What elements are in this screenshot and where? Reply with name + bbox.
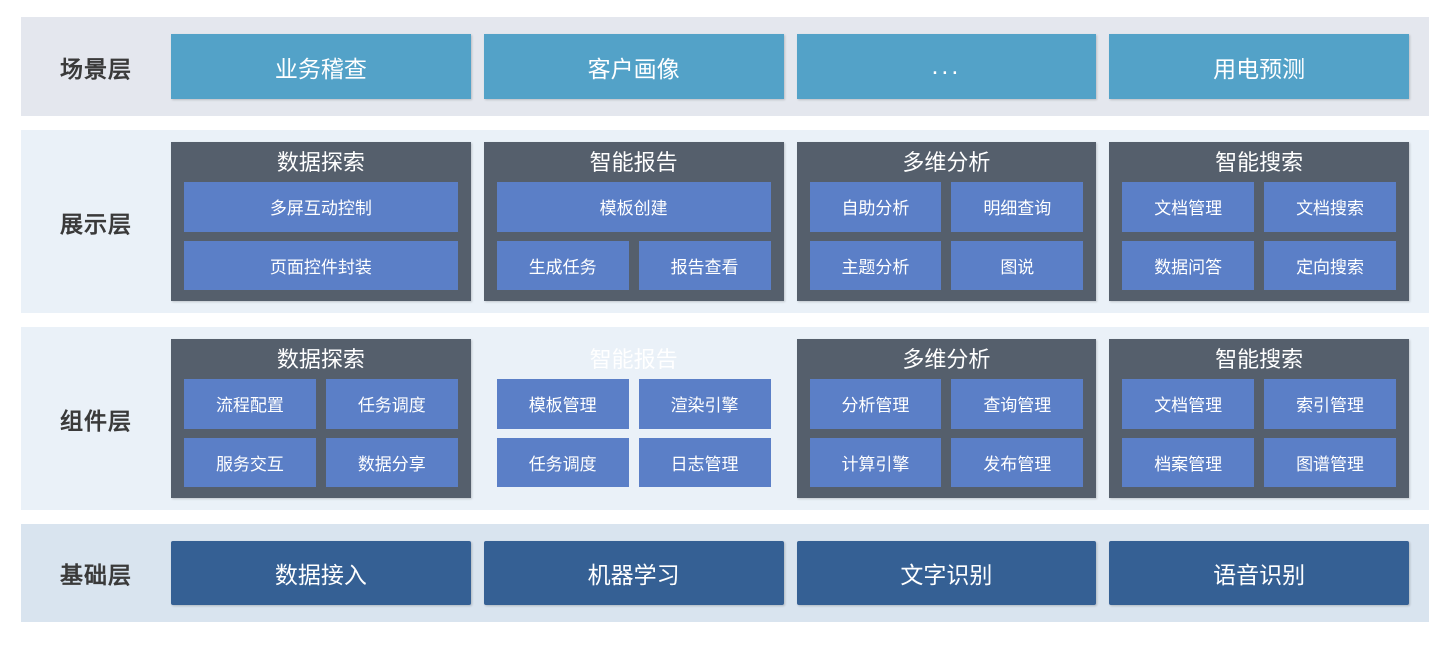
tile-row: 分析管理 查询管理 xyxy=(809,379,1084,429)
tile-index-management[interactable]: 索引管理 xyxy=(1264,379,1396,429)
panel-title: 智能报告 xyxy=(589,347,678,372)
tile-document-search[interactable]: 文档搜索 xyxy=(1264,182,1396,232)
display-panel-intelligent-search[interactable]: 智能搜索 文档管理 文档搜索 数据问答 定向搜索 xyxy=(1109,142,1409,301)
tile-publish-management[interactable]: 发布管理 xyxy=(951,437,1084,487)
scenario-box-customer-profile[interactable]: 客户画像 xyxy=(483,34,784,99)
foundation-box-text-recognition[interactable]: 文字识别 xyxy=(796,541,1097,605)
scenario-box-more-ellipsis[interactable]: ... xyxy=(796,34,1097,99)
layer-row-foundation: 基础层 数据接入 机器学习 文字识别 语音识别 xyxy=(21,524,1429,622)
tile-knowledge-graph-management[interactable]: 图谱管理 xyxy=(1264,437,1396,487)
tile-archive-management[interactable]: 档案管理 xyxy=(1122,437,1255,487)
tile-data-qa[interactable]: 数据问答 xyxy=(1122,240,1255,290)
tile-row: 自助分析 明细查询 xyxy=(809,182,1084,232)
tile-targeted-search[interactable]: 定向搜索 xyxy=(1264,240,1396,290)
panel-body: 文档管理 索引管理 档案管理 图谱管理 xyxy=(1122,379,1396,487)
layer-label-foundation: 基础层 xyxy=(60,562,132,588)
tile-row: 模板创建 xyxy=(496,182,771,232)
layer-row-display: 展示层 数据探索 多屏互动控制 页面控件封装 智能报告 模板创建 xyxy=(21,130,1429,313)
tile-row: 计算引擎 发布管理 xyxy=(809,437,1084,487)
tile-rendering-engine[interactable]: 渲染引擎 xyxy=(638,379,771,429)
tile-query-management[interactable]: 查询管理 xyxy=(951,379,1084,429)
panel-body: 流程配置 任务调度 服务交互 数据分享 xyxy=(184,379,458,487)
tile-row: 档案管理 图谱管理 xyxy=(1122,437,1396,487)
tile-document-management[interactable]: 文档管理 xyxy=(1122,379,1255,429)
tile-log-management[interactable]: 日志管理 xyxy=(638,437,771,487)
display-panel-data-exploration[interactable]: 数据探索 多屏互动控制 页面控件封装 xyxy=(171,142,471,301)
component-panel-intelligent-search[interactable]: 智能搜索 文档管理 索引管理 档案管理 图谱管理 xyxy=(1109,339,1409,498)
tile-row: 流程配置 任务调度 xyxy=(184,379,458,429)
tile-row: 文档管理 索引管理 xyxy=(1122,379,1396,429)
display-panel-multidimensional-analysis[interactable]: 多维分析 自助分析 明细查询 主题分析 图说 xyxy=(796,142,1097,301)
panel-body: 模板管理 渲染引擎 任务调度 日志管理 xyxy=(496,379,771,487)
panel-body: 文档管理 文档搜索 数据问答 定向搜索 xyxy=(1122,182,1396,290)
layer-row-component: 组件层 数据探索 流程配置 任务调度 服务交互 数据分享 智能报告 xyxy=(21,327,1429,510)
display-panel-list: 数据探索 多屏互动控制 页面控件封装 智能报告 模板创建 xyxy=(171,142,1409,301)
panel-title: 多维分析 xyxy=(902,347,991,372)
panel-title: 数据探索 xyxy=(276,150,365,175)
tile-template-creation[interactable]: 模板创建 xyxy=(496,182,771,232)
component-panel-list: 数据探索 流程配置 任务调度 服务交互 数据分享 智能报告 模板管理 xyxy=(171,339,1409,498)
component-panel-intelligent-report[interactable]: 智能报告 模板管理 渲染引擎 任务调度 日志管理 xyxy=(484,339,784,498)
tile-row: 页面控件封装 xyxy=(184,240,458,290)
panel-title: 数据探索 xyxy=(276,347,365,372)
tile-compute-engine[interactable]: 计算引擎 xyxy=(809,437,942,487)
tile-row: 数据问答 定向搜索 xyxy=(1122,240,1396,290)
tile-row: 模板管理 渲染引擎 xyxy=(496,379,771,429)
scenario-box-list: 业务稽查 客户画像 ... 用电预测 xyxy=(171,34,1409,99)
panel-body: 自助分析 明细查询 主题分析 图说 xyxy=(809,182,1084,290)
scenario-box-business-audit[interactable]: 业务稽查 xyxy=(171,34,471,99)
tile-row: 服务交互 数据分享 xyxy=(184,437,458,487)
tile-detail-query[interactable]: 明细查询 xyxy=(951,182,1084,232)
panel-body: 分析管理 查询管理 计算引擎 发布管理 xyxy=(809,379,1084,487)
tile-task-scheduling[interactable]: 任务调度 xyxy=(325,379,458,429)
panel-body: 多屏互动控制 页面控件封装 xyxy=(184,182,458,290)
layer-row-scenario: 场景层 业务稽查 客户画像 ... 用电预测 xyxy=(21,17,1429,116)
tile-report-view[interactable]: 报告查看 xyxy=(638,240,771,290)
tile-row: 主题分析 图说 xyxy=(809,240,1084,290)
tile-data-sharing[interactable]: 数据分享 xyxy=(325,437,458,487)
foundation-box-list: 数据接入 机器学习 文字识别 语音识别 xyxy=(171,541,1409,605)
tile-row: 生成任务 报告查看 xyxy=(496,240,771,290)
layer-label-component: 组件层 xyxy=(60,407,132,434)
tile-template-management[interactable]: 模板管理 xyxy=(496,379,629,429)
tile-task-scheduling[interactable]: 任务调度 xyxy=(496,437,629,487)
layer-label-scenario: 场景层 xyxy=(60,55,132,82)
display-panel-intelligent-report[interactable]: 智能报告 模板创建 生成任务 报告查看 xyxy=(483,142,784,301)
tile-page-widget-packaging[interactable]: 页面控件封装 xyxy=(184,240,458,290)
layer-label-display: 展示层 xyxy=(60,210,132,237)
tile-row: 文档管理 文档搜索 xyxy=(1122,182,1396,232)
tile-multi-screen-interaction-control[interactable]: 多屏互动控制 xyxy=(184,182,458,232)
tile-generate-task[interactable]: 生成任务 xyxy=(496,240,629,290)
component-panel-multidimensional-analysis[interactable]: 多维分析 分析管理 查询管理 计算引擎 发布管理 xyxy=(796,339,1097,498)
panel-title: 多维分析 xyxy=(902,150,991,175)
component-panel-data-exploration[interactable]: 数据探索 流程配置 任务调度 服务交互 数据分享 xyxy=(171,339,471,498)
tile-row: 多屏互动控制 xyxy=(184,182,458,232)
tile-row: 任务调度 日志管理 xyxy=(496,437,771,487)
panel-title: 智能搜索 xyxy=(1215,347,1304,372)
tile-service-interaction[interactable]: 服务交互 xyxy=(184,437,316,487)
tile-document-management[interactable]: 文档管理 xyxy=(1122,182,1255,232)
tile-analysis-management[interactable]: 分析管理 xyxy=(809,379,942,429)
tile-process-configuration[interactable]: 流程配置 xyxy=(184,379,316,429)
tile-self-service-analysis[interactable]: 自助分析 xyxy=(809,182,942,232)
foundation-box-machine-learning[interactable]: 机器学习 xyxy=(483,541,784,605)
panel-title: 智能报告 xyxy=(589,150,678,175)
foundation-box-data-ingestion[interactable]: 数据接入 xyxy=(171,541,471,605)
scenario-box-power-forecast[interactable]: 用电预测 xyxy=(1109,34,1409,99)
tile-topic-analysis[interactable]: 主题分析 xyxy=(809,240,942,290)
tile-chart-narrative[interactable]: 图说 xyxy=(951,240,1084,290)
panel-title: 智能搜索 xyxy=(1215,150,1304,175)
foundation-box-speech-recognition[interactable]: 语音识别 xyxy=(1109,541,1409,605)
panel-body: 模板创建 生成任务 报告查看 xyxy=(496,182,771,290)
